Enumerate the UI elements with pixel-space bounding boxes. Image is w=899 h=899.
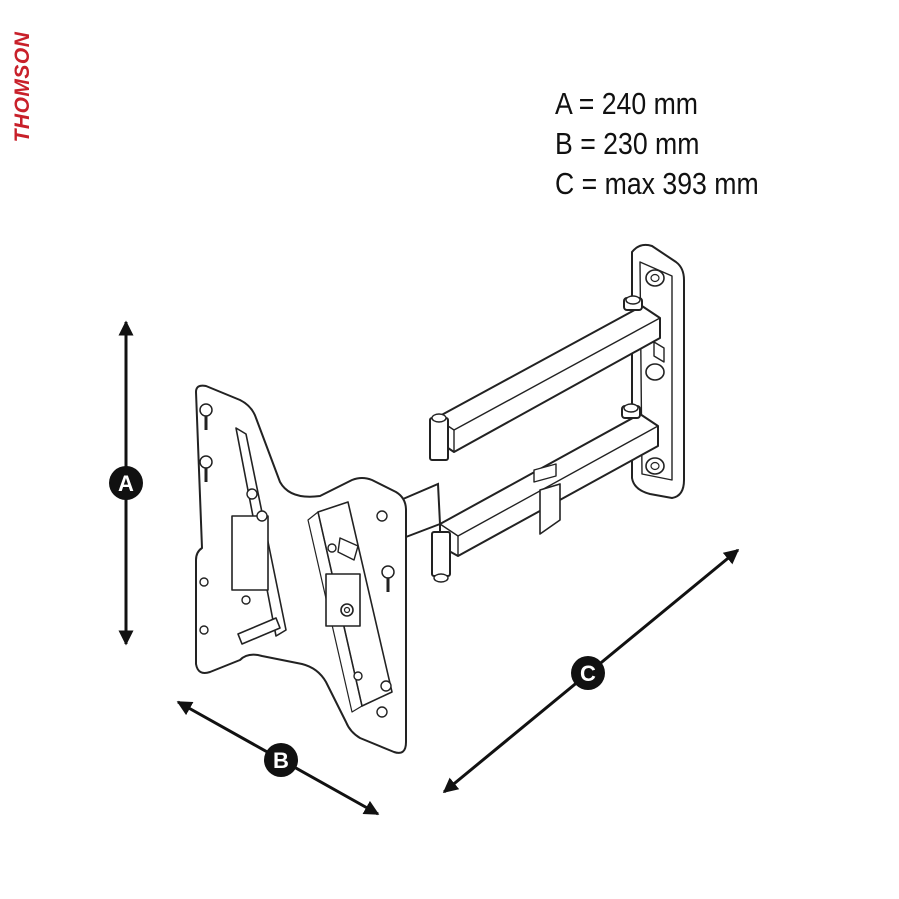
dimension-c: C = max 393 mm xyxy=(555,166,759,201)
dimension-list: A = 240 mm B = 230 mm C = max 393 mm xyxy=(555,84,792,204)
badge-b: B xyxy=(264,743,298,777)
badge-c: C xyxy=(571,656,605,690)
dimension-a: A = 240 mm xyxy=(555,86,699,121)
badge-b-label: B xyxy=(273,748,289,773)
tv-plate xyxy=(195,384,407,754)
dimension-b: B = 230 mm xyxy=(555,126,700,161)
badge-a-label: A xyxy=(118,471,134,496)
wall-plate xyxy=(631,243,685,499)
badge-c-label: C xyxy=(580,661,596,686)
lower-arm xyxy=(431,403,659,583)
badge-a: A xyxy=(109,466,143,500)
upper-arm xyxy=(429,295,665,461)
